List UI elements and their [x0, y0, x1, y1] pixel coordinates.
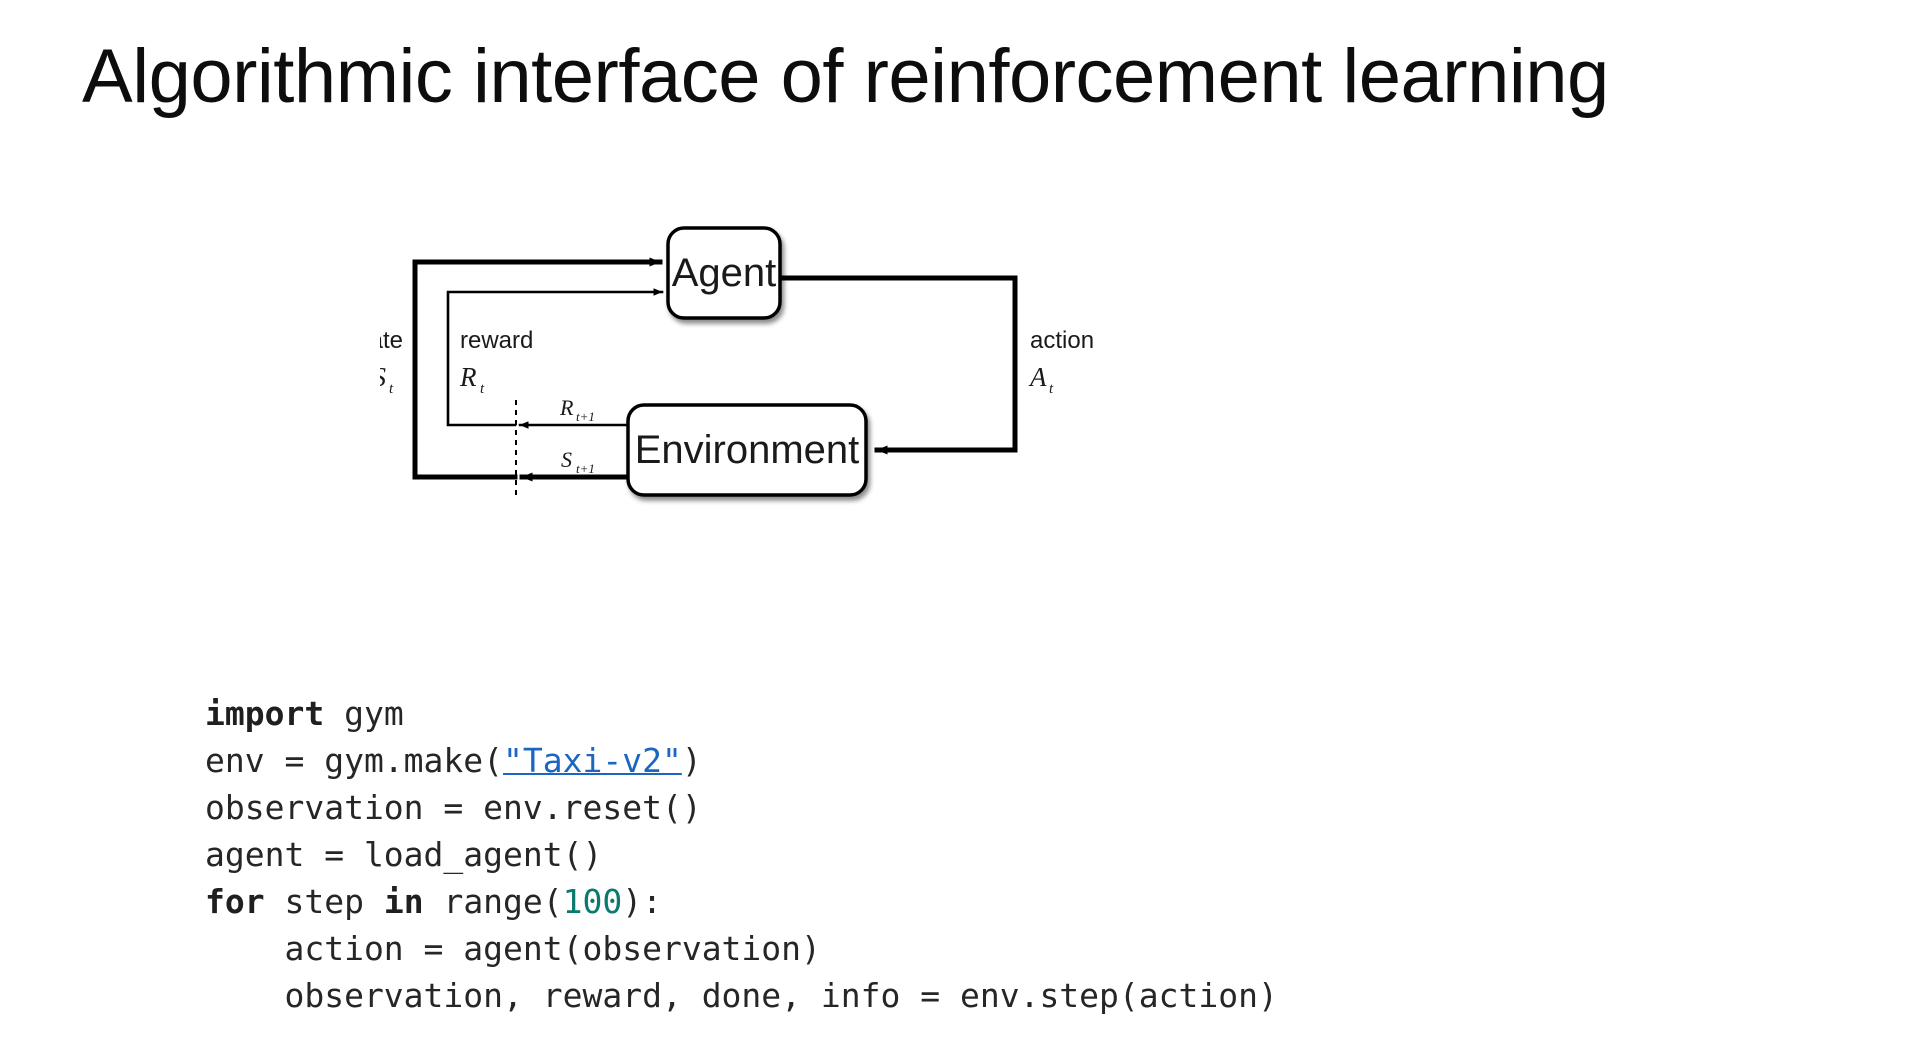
code-text: env = gym.make( — [205, 741, 504, 780]
environment-node: Environment — [626, 403, 868, 497]
code-keyword: for — [205, 882, 265, 921]
action-symbol: A — [1028, 362, 1047, 392]
code-line: observation = env.reset() — [205, 784, 1278, 831]
code-text: action = agent(observation) — [205, 929, 821, 968]
action-flow-arrow — [777, 275, 1018, 455]
state-symbol-subscript: t — [389, 381, 394, 397]
code-line: observation, reward, done, info = env.st… — [205, 972, 1278, 1019]
next-reward-subscript: t+1 — [576, 409, 595, 424]
page-title: Algorithmic interface of reinforcement l… — [82, 34, 1609, 119]
code-keyword: in — [383, 882, 424, 921]
reward-symbol-subscript: t — [480, 381, 485, 397]
next-reward-symbol: R — [559, 395, 574, 420]
next-state-symbol: S — [561, 447, 572, 472]
reward-flow-arrow — [446, 288, 664, 427]
code-line: for step in range(100): — [205, 878, 1278, 925]
code-text: step — [264, 882, 384, 921]
environment-node-label: Environment — [635, 428, 860, 472]
action-label: action — [1030, 327, 1094, 354]
code-line: import gym — [205, 690, 1278, 737]
code-line: action = agent(observation) — [205, 925, 1278, 972]
code-text: ): — [622, 882, 663, 921]
next-state-label-group: S t+1 — [561, 447, 595, 476]
reward-label: reward — [460, 327, 533, 354]
code-string-link[interactable]: "Taxi-v2" — [503, 741, 682, 780]
rl-agent-environment-diagram: Agent Environment state S t reward R t R… — [380, 200, 1200, 530]
code-text: observation, reward, done, info = env.st… — [205, 976, 1278, 1015]
code-keyword: import — [205, 694, 325, 733]
state-symbol: S — [380, 362, 387, 392]
code-text: observation = env.reset() — [205, 788, 702, 827]
next-reward-label-group: R t+1 — [559, 395, 595, 424]
state-label: state — [380, 327, 403, 354]
state-flow-arrow — [412, 257, 663, 480]
agent-node-label: Agent — [672, 251, 777, 295]
code-text: ) — [681, 741, 702, 780]
agent-node: Agent — [666, 226, 782, 320]
next-state-subscript: t+1 — [576, 461, 595, 476]
code-number: 100 — [562, 882, 623, 921]
reward-label-group: reward R t — [459, 327, 533, 397]
action-symbol-subscript: t — [1049, 381, 1054, 397]
state-label-group: state S t — [380, 327, 403, 397]
code-text: agent = load_agent() — [205, 835, 603, 874]
code-text: range( — [423, 882, 563, 921]
code-line: env = gym.make("Taxi-v2") — [205, 737, 1278, 784]
code-text: gym — [324, 694, 404, 733]
code-line: agent = load_agent() — [205, 831, 1278, 878]
reward-symbol: R — [459, 362, 477, 392]
action-label-group: action A t — [1028, 327, 1094, 397]
